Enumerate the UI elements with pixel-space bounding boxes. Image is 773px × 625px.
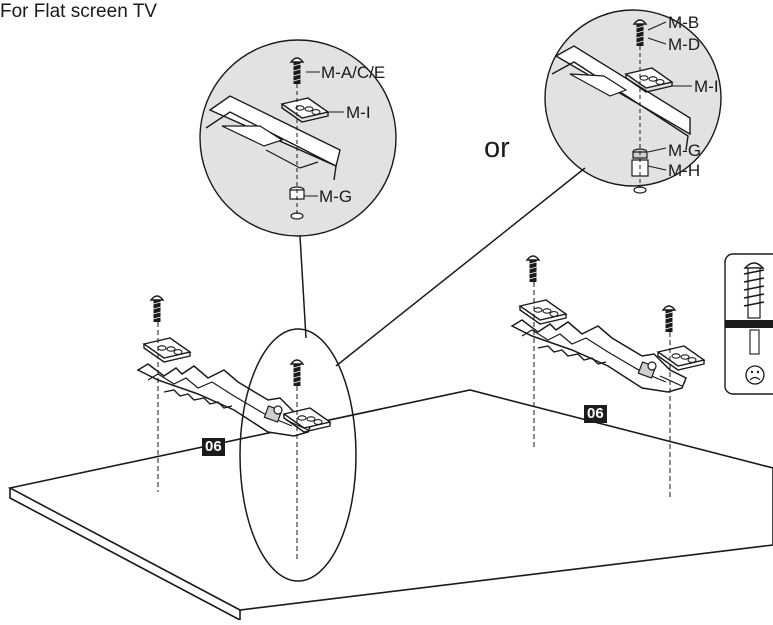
leader-line-right — [335, 167, 586, 367]
part-label-spacer-g: M-G — [668, 141, 702, 160]
part-label-screw-b: M-B — [668, 13, 700, 32]
screw-icon — [526, 255, 540, 283]
leader-line-left — [299, 235, 307, 339]
part-label-plate: M-I — [346, 103, 371, 122]
tv-panel — [7, 389, 773, 621]
frown-face-icon — [745, 365, 765, 385]
screw-icon — [662, 305, 676, 333]
right-bracket-assembly — [511, 255, 705, 500]
highlight-ellipse — [239, 328, 357, 582]
zoom-circle-right — [544, 9, 722, 194]
part-label-spacer-h: M-H — [668, 161, 701, 180]
or-label: or — [484, 132, 510, 164]
step-badge: 06 — [584, 405, 607, 423]
step-badge: 06 — [202, 438, 225, 456]
screw-icon — [150, 295, 164, 323]
bracket-icon — [511, 319, 687, 393]
left-bracket-assembly — [137, 295, 331, 562]
plate-icon — [143, 337, 191, 363]
screw-icon — [290, 359, 304, 387]
part-label-plate: M-I — [694, 77, 719, 96]
part-label-screw-d: M-D — [668, 35, 701, 54]
part-label-screw: M-A/C/E — [321, 63, 386, 82]
plate-icon — [519, 299, 567, 325]
zoom-circle-left — [199, 39, 397, 237]
part-label-spacer: M-G — [319, 187, 353, 206]
warning-box — [724, 253, 773, 395]
bracket-icon — [137, 363, 313, 437]
diagram-title: For Flat screen TV — [0, 1, 157, 22]
